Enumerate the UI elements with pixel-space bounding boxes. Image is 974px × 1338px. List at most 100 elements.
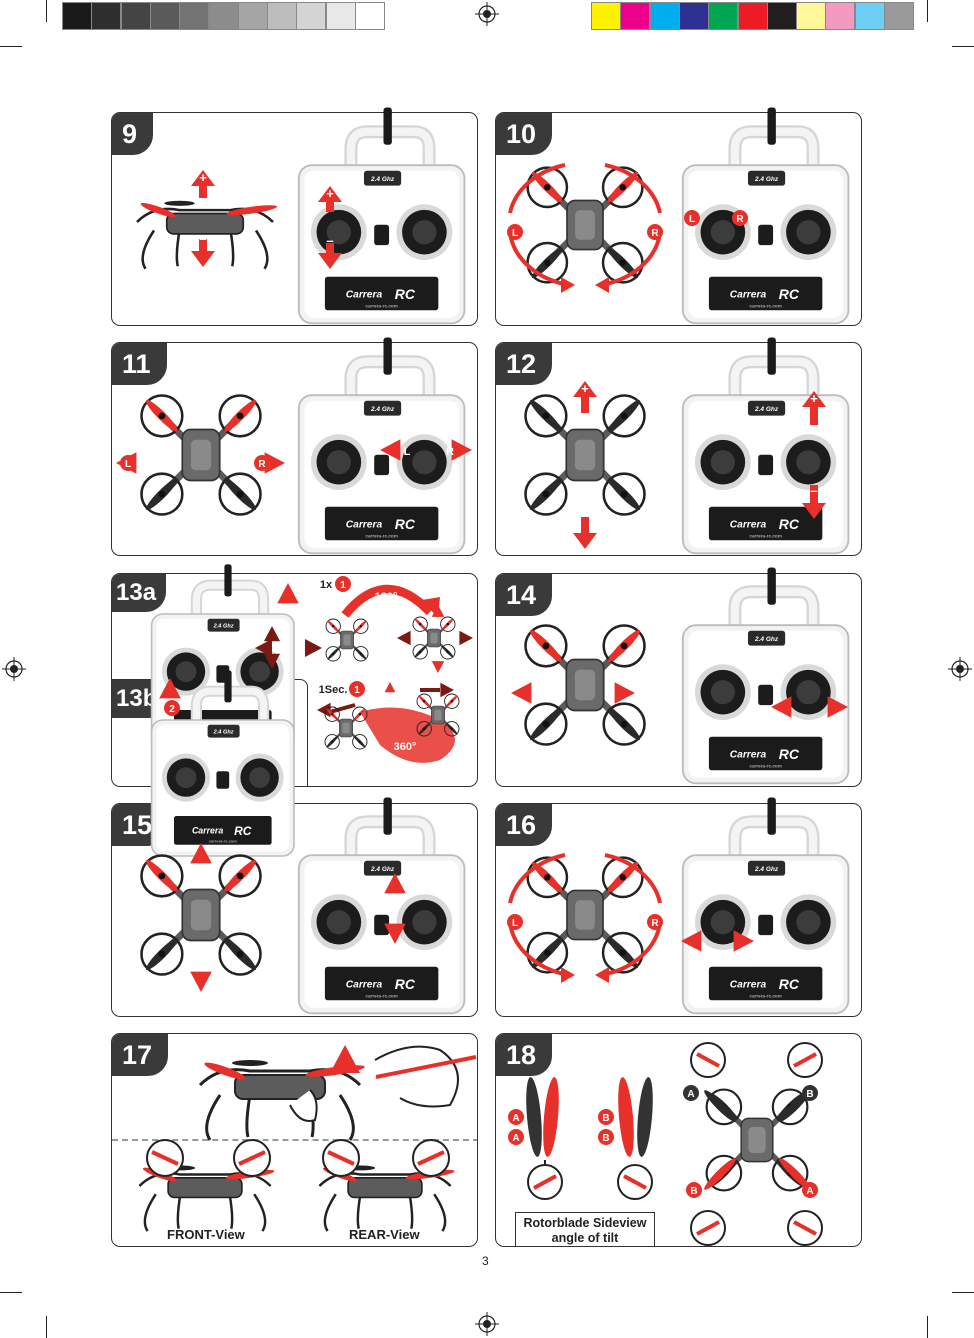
brand-name: Carrera (730, 749, 767, 760)
tilt-line (696, 1052, 720, 1068)
badge-circle (684, 210, 700, 226)
rotor-hub (542, 490, 550, 498)
badge-text: 2 (169, 704, 175, 715)
power-switch (758, 914, 774, 936)
rotor-hub (620, 642, 628, 650)
rotor-hub (620, 720, 628, 728)
left-stick-cap (175, 661, 197, 682)
color-swatch (854, 2, 885, 30)
badge-circle (507, 914, 523, 930)
antenna (767, 797, 776, 835)
left-stick-cap (710, 680, 735, 705)
antenna (224, 564, 232, 597)
step-number: 9 (112, 113, 154, 155)
propeller-A-red (543, 1077, 559, 1157)
right-stick-cap (796, 680, 821, 705)
left-stick-cap (710, 450, 735, 475)
rotor-hub (236, 490, 244, 498)
step-number: 18 (496, 1034, 553, 1076)
badge: 2 (164, 700, 180, 716)
badge: A (508, 1129, 524, 1145)
band-label: 2.4 Ghz (754, 176, 779, 183)
tilt-line (417, 1150, 445, 1166)
step-number: 14 (496, 574, 553, 616)
rotor-guard (325, 618, 341, 634)
badge-circle (598, 1109, 614, 1125)
power-switch (216, 771, 230, 789)
propeller-right (226, 205, 278, 215)
right-stick-cap (412, 220, 437, 245)
badge-text: A (512, 1133, 519, 1144)
drone-top-view (324, 706, 368, 750)
arrow-shaft (199, 184, 207, 198)
badge: 1 (349, 681, 365, 697)
color-swatch (708, 2, 739, 30)
tilt-line (696, 1220, 720, 1236)
rotor-hub (158, 490, 166, 498)
arrow-shaft (810, 405, 818, 425)
arrow (263, 626, 281, 642)
badge-circle (647, 224, 663, 240)
rotor-hub (450, 700, 453, 703)
band-label-bg (747, 630, 786, 646)
rotor-guard (353, 646, 369, 662)
rotor-hub (158, 412, 166, 420)
band-label: 2.4 Ghz (370, 176, 395, 183)
left-stick-cap (710, 910, 735, 935)
arrow (277, 583, 299, 604)
arc-head (561, 967, 575, 983)
badge-circle (254, 455, 270, 471)
arrow-down: – (802, 483, 826, 519)
arrow (255, 639, 272, 657)
badge-text: 1 (340, 580, 346, 591)
rotor-hub (619, 259, 626, 266)
rotor-hub (359, 652, 362, 655)
badge-text: A (512, 1113, 519, 1124)
sign: + (581, 381, 589, 396)
brand-plate (708, 506, 823, 541)
badge: R (254, 455, 270, 471)
rotor-guard (440, 644, 456, 660)
brand-plate (324, 506, 439, 541)
badge: L (507, 224, 523, 240)
arrow (305, 639, 322, 657)
rotor-guard (140, 854, 184, 898)
badge: B (686, 1182, 702, 1198)
left-stick-cap (326, 220, 351, 245)
arrow-shaft (810, 485, 818, 505)
color-swatch (649, 2, 680, 30)
drone-top-view (325, 618, 369, 662)
brand-plate (708, 966, 823, 1001)
power-switch (758, 224, 774, 246)
arrow (397, 630, 411, 646)
band-label: 2.4 Ghz (754, 866, 779, 873)
propeller-B (779, 1090, 811, 1122)
rotor-guard (601, 166, 644, 209)
brand-plate (708, 736, 823, 771)
rotor-hub (544, 949, 551, 956)
rotor-guard (324, 706, 340, 722)
badge-text: B (602, 1133, 609, 1144)
legs (205, 1094, 355, 1141)
propeller-back (232, 1060, 268, 1066)
band-label: 2.4 Ghz (213, 730, 234, 736)
tilt-line (793, 1052, 817, 1068)
rotor-hub (542, 720, 550, 728)
brand-name: Carrera (192, 826, 223, 836)
arc-head (595, 967, 609, 983)
arrow-shaft (326, 200, 334, 212)
badge-circle (598, 1129, 614, 1145)
step-number: 13a (112, 574, 167, 612)
gray-swatch (179, 2, 210, 30)
right-stick-cap (796, 450, 821, 475)
rotor-guard (352, 734, 368, 750)
left-stick-cap (710, 220, 735, 245)
propeller-B-red (618, 1077, 634, 1157)
drone-body (165, 212, 245, 235)
drone-top-cover (343, 634, 351, 646)
front-view-label: FRONT-View (167, 1227, 245, 1242)
rotor-hub (544, 259, 551, 266)
gray-swatch (325, 2, 356, 30)
